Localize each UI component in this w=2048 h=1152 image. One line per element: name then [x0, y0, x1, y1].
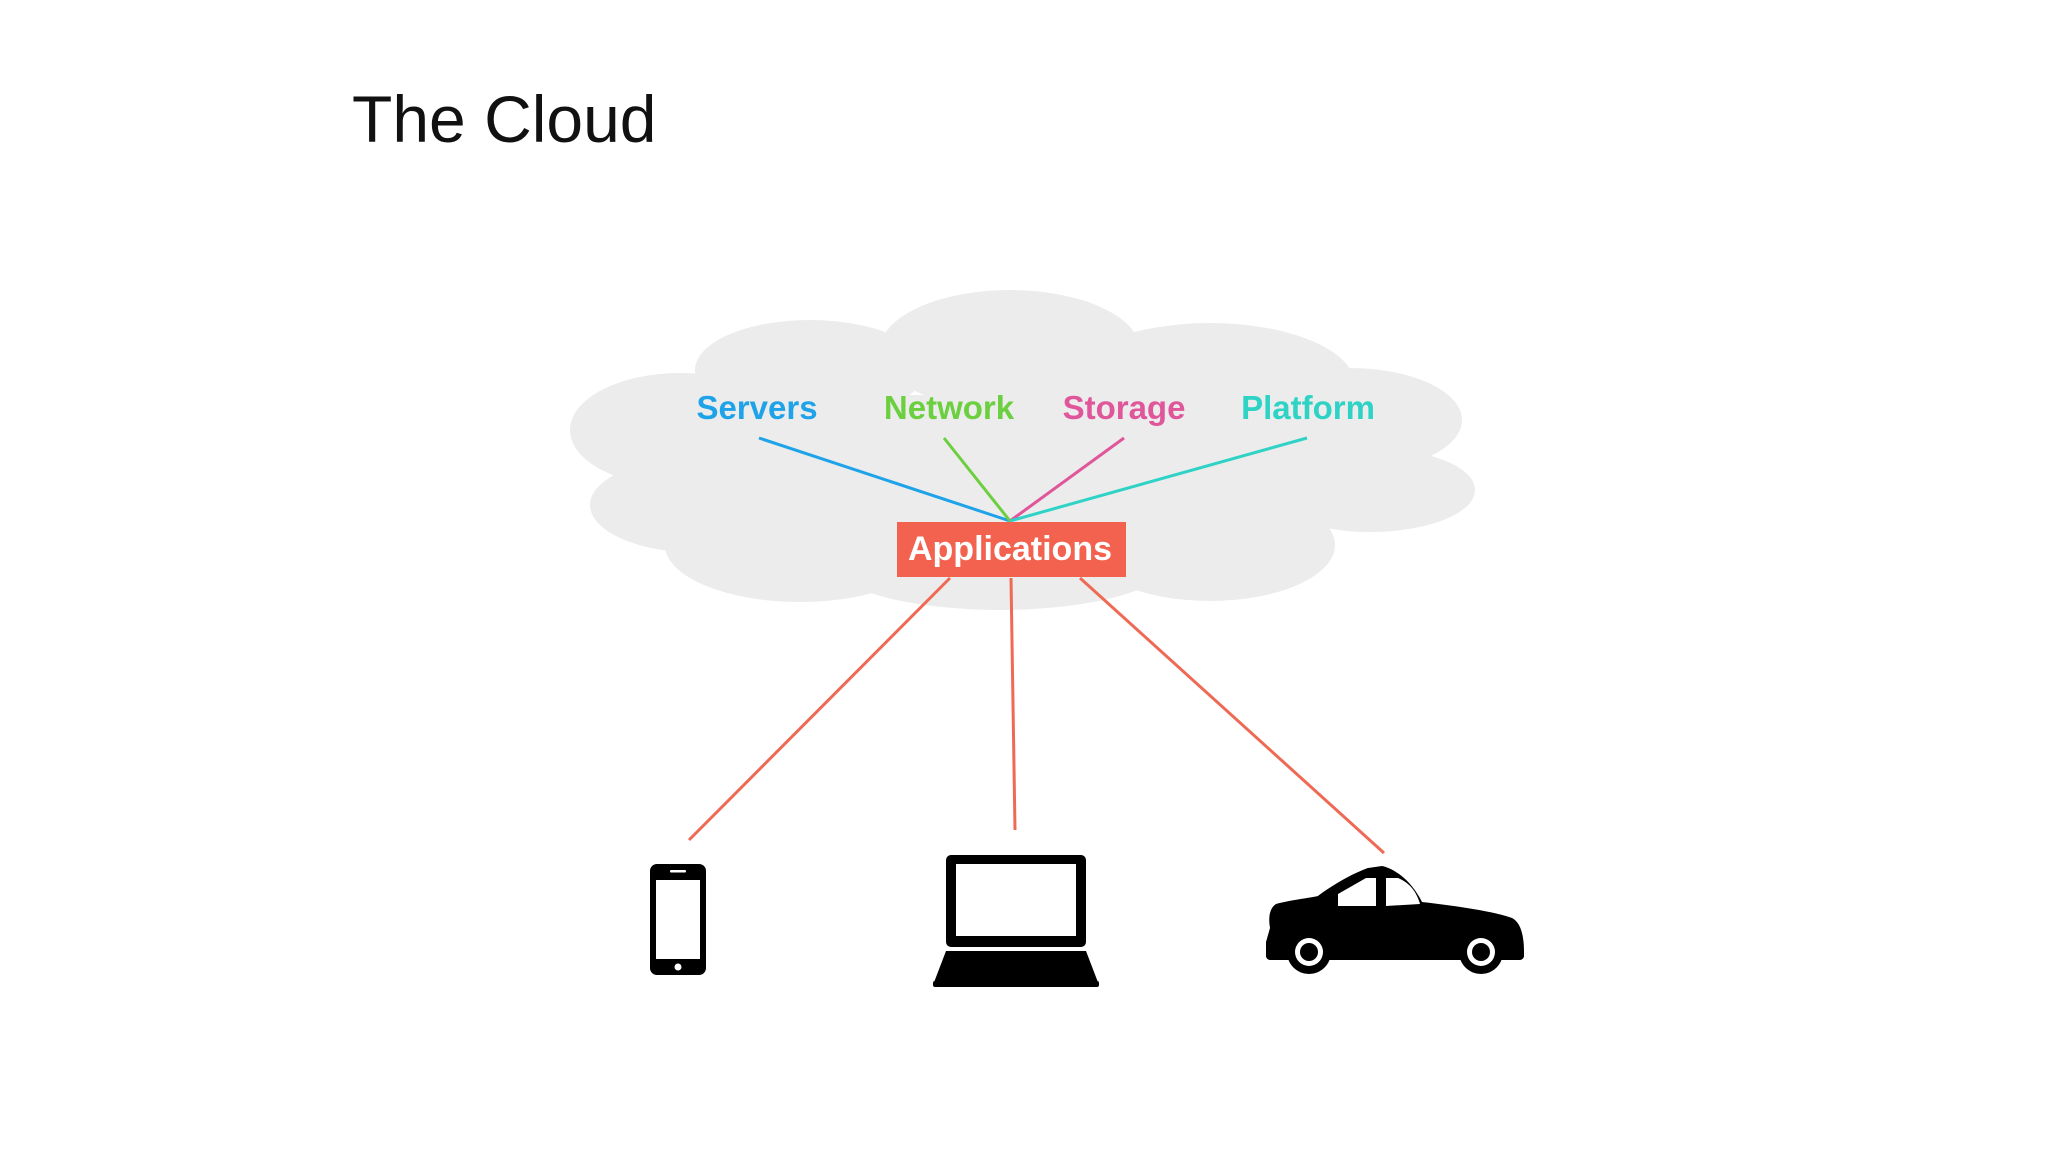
car-connector	[1078, 576, 1386, 855]
device-connectors	[687, 576, 1386, 855]
phone-connector	[687, 576, 952, 842]
storage-label: Storage	[1063, 389, 1186, 426]
servers-connector	[758, 436, 1011, 523]
smartphone-icon	[650, 864, 706, 975]
applications-hub: Applications	[897, 522, 1126, 577]
applications-label: Applications	[908, 530, 1112, 568]
laptop-icon	[933, 855, 1099, 987]
storage-connector	[1009, 436, 1125, 523]
network-connector	[942, 437, 1012, 522]
car-icon	[1266, 866, 1524, 974]
platform-connector	[1009, 436, 1308, 523]
service-connectors	[758, 436, 1308, 523]
network-label: Network	[884, 389, 1015, 426]
platform-label: Platform	[1241, 389, 1375, 426]
service-labels: Servers Network Storage Platform	[696, 389, 1374, 426]
laptop-connector	[1009, 577, 1017, 831]
servers-label: Servers	[696, 389, 817, 426]
slide-title: The Cloud	[352, 82, 657, 156]
